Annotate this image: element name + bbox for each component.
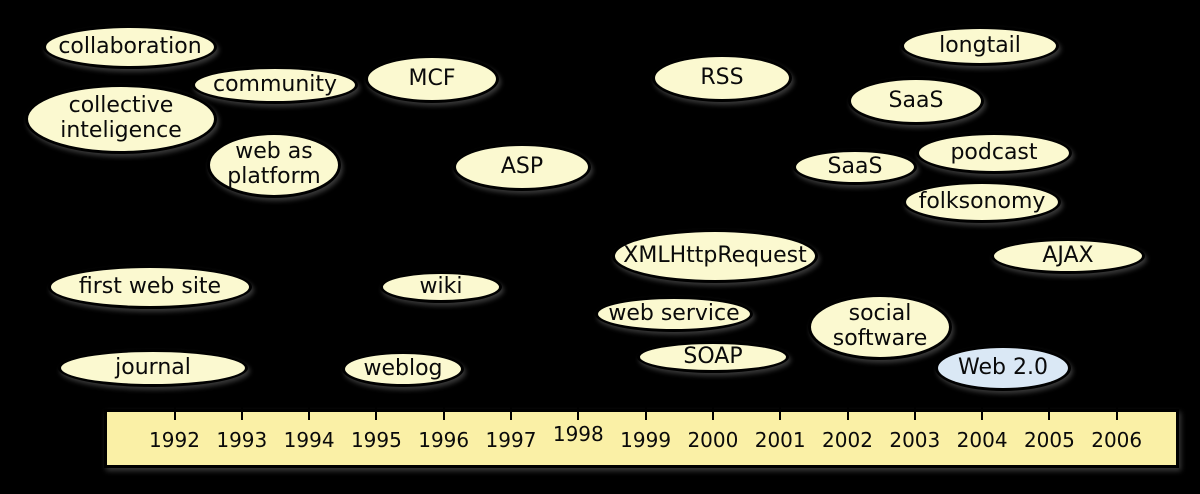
year-label-2002: 2002 bbox=[822, 428, 873, 452]
bubble-saas: SaaS bbox=[793, 149, 917, 185]
year-label-1994: 1994 bbox=[283, 428, 335, 452]
bubble-collective-inteligence: collective inteligence bbox=[25, 84, 217, 154]
bubble-folksonomy: folksonomy bbox=[903, 181, 1061, 223]
bubble-soap: SOAP bbox=[637, 341, 789, 373]
timeline-tick-2005 bbox=[1048, 402, 1051, 420]
year-label-1999: 1999 bbox=[620, 428, 672, 452]
bubble-ajax: AJAX bbox=[991, 238, 1145, 274]
bubble-community: community bbox=[192, 66, 358, 104]
bubble-xmlhttprequest: XMLHttpRequest bbox=[612, 229, 818, 283]
year-label-1996: 1996 bbox=[418, 428, 470, 452]
bubble-first-web-site: first web site bbox=[48, 265, 252, 309]
year-label-1995: 1995 bbox=[350, 428, 402, 452]
timeline-tick-1992 bbox=[173, 402, 176, 420]
bubble-journal: journal bbox=[58, 349, 248, 387]
timeline-tick-2006 bbox=[1115, 402, 1118, 420]
year-label-2006: 2006 bbox=[1091, 428, 1143, 452]
timeline-tick-2002 bbox=[846, 402, 849, 420]
year-label-1997: 1997 bbox=[485, 428, 537, 452]
year-label-2001: 2001 bbox=[754, 428, 806, 452]
bubble-weblog: weblog bbox=[342, 351, 464, 387]
timeline-tick-1995 bbox=[375, 402, 378, 420]
year-label-2005: 2005 bbox=[1023, 428, 1075, 452]
timeline-tick-1993 bbox=[240, 402, 243, 420]
bubble-collaboration: collaboration bbox=[43, 25, 217, 69]
bubble-web-service: web service bbox=[595, 296, 753, 332]
year-label-2003: 2003 bbox=[889, 428, 941, 452]
timeline-tick-2003 bbox=[913, 402, 916, 420]
timeline-tick-1994 bbox=[308, 402, 311, 420]
bubble-rss: RSS bbox=[652, 54, 792, 102]
timeline-tick-2004 bbox=[981, 402, 984, 420]
bubble-web-2-0: Web 2.0 bbox=[935, 345, 1071, 391]
year-label-1992: 1992 bbox=[149, 428, 200, 452]
bubble-saas: SaaS bbox=[848, 77, 984, 125]
bubble-wiki: wiki bbox=[380, 271, 502, 303]
year-label-1993: 1993 bbox=[216, 428, 268, 452]
bubble-web-as-platform: web as platform bbox=[207, 132, 341, 198]
bubble-podcast: podcast bbox=[916, 132, 1072, 174]
year-label-1998: 1998 bbox=[552, 422, 604, 446]
timeline-bar bbox=[104, 409, 1179, 468]
bubble-asp: ASP bbox=[453, 143, 591, 191]
timeline-tick-1999 bbox=[644, 402, 647, 420]
timeline-tick-2000 bbox=[711, 402, 714, 420]
year-label-2000: 2000 bbox=[687, 428, 739, 452]
timeline-tick-1996 bbox=[442, 402, 445, 420]
bubble-mcf: MCF bbox=[365, 55, 499, 103]
timeline-tick-2001 bbox=[779, 402, 782, 420]
bubble-social-software: social software bbox=[808, 294, 952, 360]
timeline-tick-1997 bbox=[510, 402, 512, 420]
timeline-tick-1998 bbox=[577, 402, 580, 420]
year-label-2004: 2004 bbox=[956, 428, 1008, 452]
bubble-longtail: longtail bbox=[901, 26, 1059, 66]
